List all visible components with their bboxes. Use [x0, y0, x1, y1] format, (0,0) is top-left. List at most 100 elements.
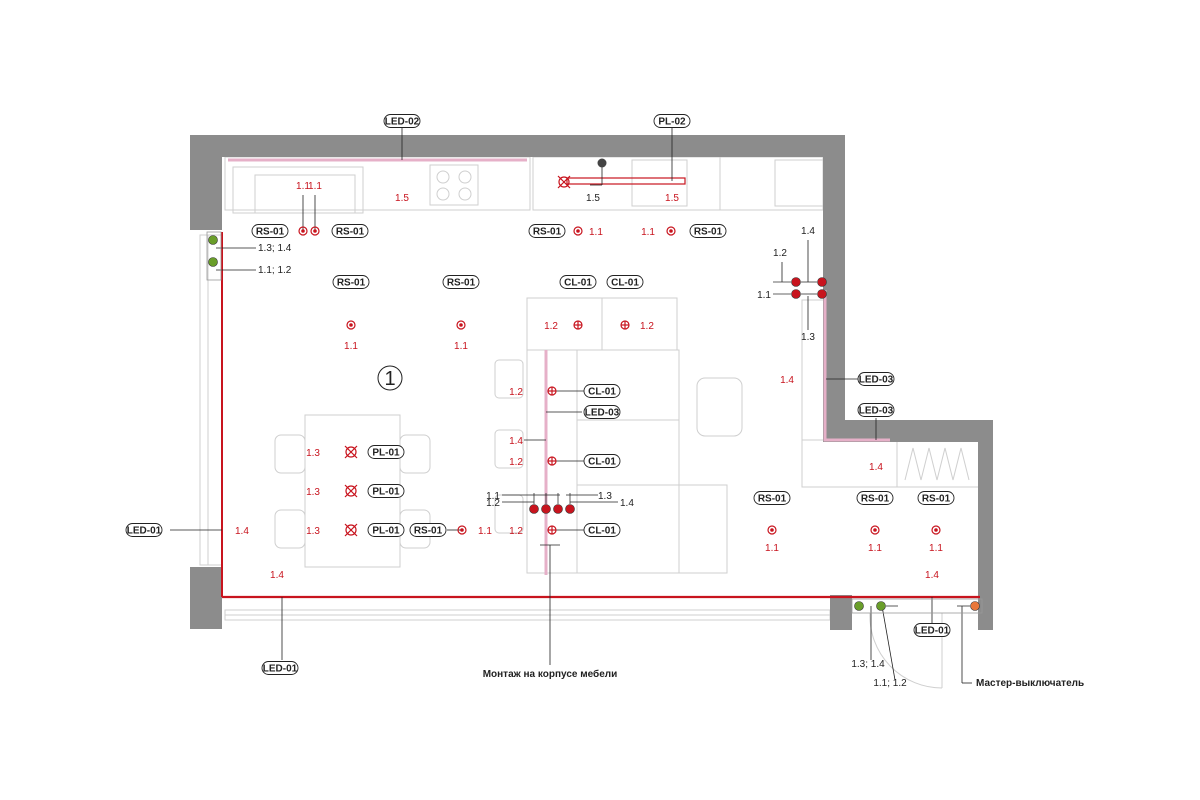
circuit-number: 1.2	[509, 457, 523, 468]
pendant-light-icon[interactable]	[557, 175, 571, 189]
circuit-number: 1.5	[395, 193, 409, 204]
pendant-light-icon[interactable]	[344, 445, 358, 459]
note-master-switch: Мастер-выключатель	[976, 678, 1084, 689]
switch-red-icon[interactable]	[553, 504, 563, 514]
switches-layer	[206, 158, 983, 614]
pendant-light-icon[interactable]	[344, 523, 358, 537]
hob-burner	[436, 170, 450, 184]
tag-rs01: RS-01	[689, 224, 727, 238]
tag-pill	[125, 523, 163, 537]
spot-icon[interactable]	[456, 320, 466, 330]
pendant-light-icon[interactable]	[344, 484, 358, 498]
switch-red-icon[interactable]	[817, 289, 827, 299]
tag-led02: LED-02	[383, 114, 421, 128]
tag-label: RS-01	[414, 526, 443, 537]
circuit-number: 1.2	[544, 321, 558, 332]
circuit-number: 1.3	[306, 448, 320, 459]
spot-icon[interactable]	[931, 525, 941, 535]
tag-pill	[583, 454, 621, 468]
circuit-number: 1.3	[306, 487, 320, 498]
bar-stool	[494, 429, 524, 469]
spot-icon[interactable]	[457, 525, 467, 535]
ceiling-light-icon[interactable]	[547, 386, 557, 396]
spot-icon[interactable]	[298, 226, 308, 236]
switch-green-icon[interactable]	[208, 235, 218, 245]
tag-label: RS-01	[861, 494, 890, 505]
spot-icon[interactable]	[310, 226, 320, 236]
tag-rs01: RS-01	[331, 224, 369, 238]
spot-icon[interactable]	[870, 525, 880, 535]
tag-label: RS-01	[337, 278, 366, 289]
circuit-number: 1.2	[509, 387, 523, 398]
switch-green-icon[interactable]	[876, 601, 886, 611]
tag-label: LED-03	[859, 375, 894, 386]
switch-green-icon[interactable]	[208, 257, 218, 267]
wall-right-upper	[823, 135, 845, 422]
tag-pill	[528, 224, 566, 238]
ceiling-light-icon[interactable]	[620, 320, 630, 330]
tag-led01: LED-01	[125, 523, 163, 537]
tag-label: RS-01	[447, 278, 476, 289]
spot-icon[interactable]	[666, 226, 676, 236]
circuit-number: 1.3; 1.4	[258, 243, 292, 254]
wall-top	[190, 135, 845, 157]
circuit-number: 1.1	[589, 227, 603, 238]
spot-icon[interactable]	[573, 226, 583, 236]
circuit-number: 1.4	[869, 462, 883, 473]
circuit-number: 1.1	[868, 543, 882, 554]
tag-led01: LED-01	[261, 661, 299, 675]
wall-right-step	[823, 420, 993, 442]
tag-pill	[367, 484, 405, 498]
tag-rs01: RS-01	[528, 224, 566, 238]
ceiling-light-icon[interactable]	[573, 320, 583, 330]
dining-chair	[274, 434, 306, 474]
switch-green-icon[interactable]	[854, 601, 864, 611]
switch-red-icon[interactable]	[791, 289, 801, 299]
room-number-circle	[377, 365, 403, 391]
circuit-number: 1.1	[929, 543, 943, 554]
walls-layer	[190, 135, 993, 630]
tag-pill	[913, 623, 951, 637]
tag-label: RS-01	[758, 494, 787, 505]
tag-pill	[583, 405, 621, 419]
fixtures-layer	[298, 175, 941, 537]
circuit-number: 1.1	[454, 341, 468, 352]
ceiling-light-icon[interactable]	[547, 456, 557, 466]
tag-label: PL-01	[372, 526, 400, 537]
switch-red-icon[interactable]	[565, 504, 575, 514]
tag-label: LED-03	[585, 408, 620, 419]
tag-label: PL-01	[372, 487, 400, 498]
switch-red-icon[interactable]	[541, 504, 551, 514]
spot-icon[interactable]	[767, 525, 777, 535]
tag-label: LED-01	[127, 526, 162, 537]
tag-pill	[251, 224, 289, 238]
switch-red-icon[interactable]	[791, 277, 801, 287]
circuit-number: 1.3	[598, 491, 612, 502]
tag-pill	[606, 275, 644, 289]
tag-pill	[753, 491, 791, 505]
spot-icon[interactable]	[346, 320, 356, 330]
circuit-number: 1.4	[509, 436, 523, 447]
circuit-number: 1.1; 1.2	[873, 678, 907, 689]
hob	[429, 164, 479, 206]
switch-red-icon[interactable]	[817, 277, 827, 287]
tag-led03: LED-03	[857, 372, 895, 386]
sofa-back	[576, 419, 680, 486]
tag-label: RS-01	[922, 494, 951, 505]
ceiling-light-icon[interactable]	[547, 525, 557, 535]
tag-pill	[689, 224, 727, 238]
master-switch-icon[interactable]	[970, 601, 980, 611]
switch-red-icon[interactable]	[529, 504, 539, 514]
hob-burner	[458, 170, 472, 184]
coffee-table	[696, 377, 743, 437]
tag-label: PL-01	[372, 448, 400, 459]
circuit-number: 1.2	[773, 248, 787, 259]
tag-pill	[332, 275, 370, 289]
wall-left-top	[190, 135, 222, 230]
circuit-number: 1.5	[586, 193, 600, 204]
tag-pill	[331, 224, 369, 238]
circuit-number: 1.2	[486, 498, 500, 509]
dining-chair	[274, 509, 306, 549]
